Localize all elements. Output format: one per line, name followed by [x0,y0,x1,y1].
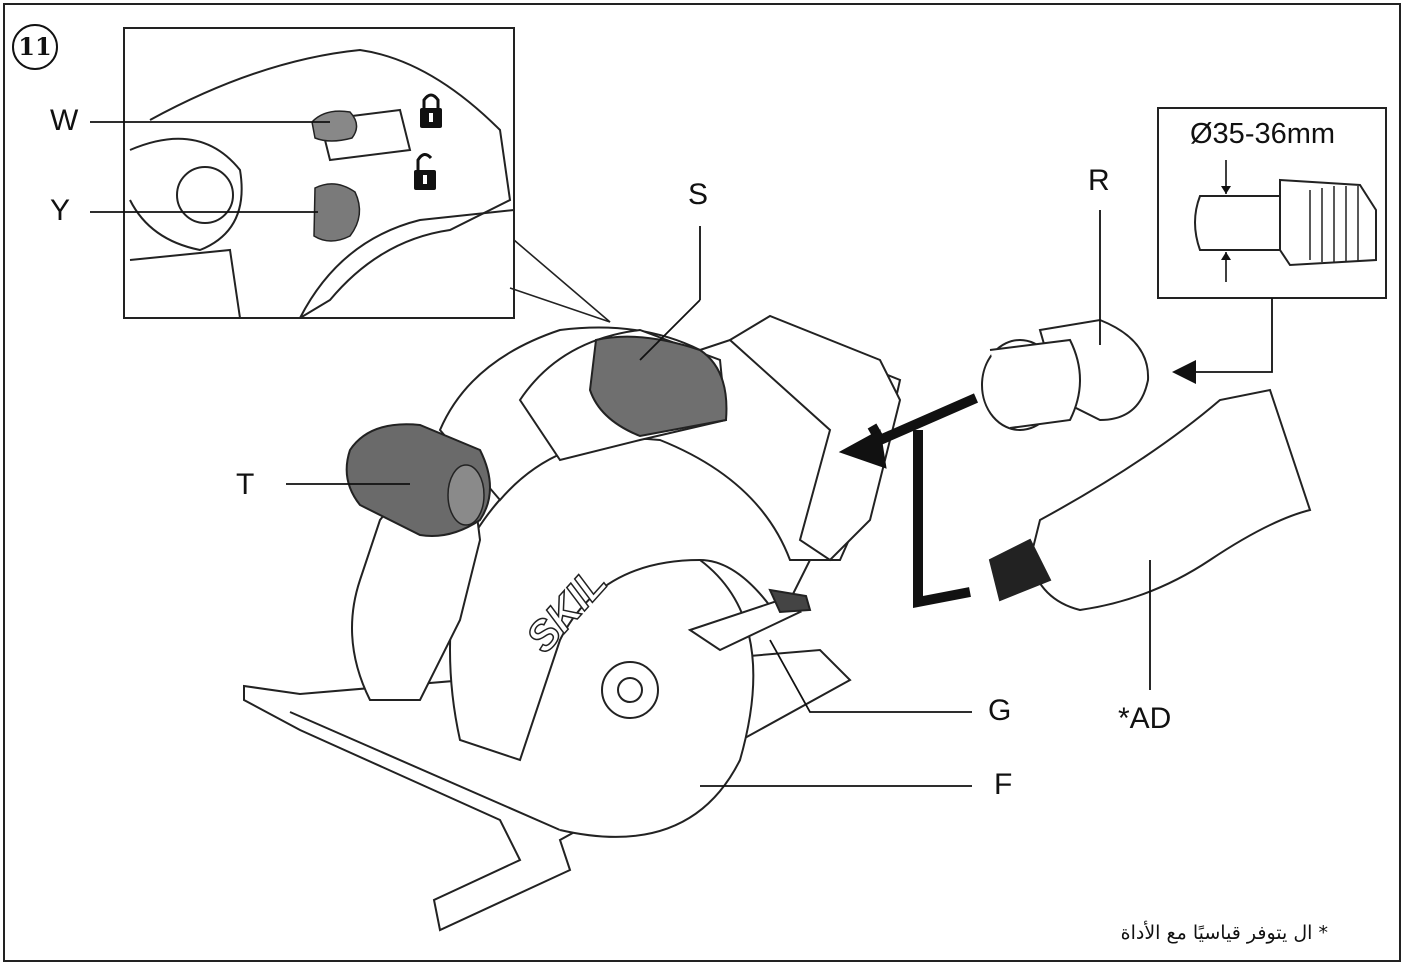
label-AD: *AD [1118,702,1172,735]
connection-bracket [838,393,979,609]
label-T: T [236,468,255,501]
hose-inset [1157,107,1387,299]
dust-adapter-R [981,318,1150,431]
footnote: * ال يتوفر قياسيًا مع الأداة [1120,922,1328,944]
trigger-button-Y [313,183,361,242]
label-Y: Y [50,194,71,227]
label-S: S [688,178,709,211]
figure-number: 11 [12,24,58,70]
detail-inset [123,27,515,319]
switch-S [588,335,728,438]
label-F: F [994,768,1013,801]
hose-diameter: Ø35-36mm [1190,118,1336,150]
label-G: G [988,694,1012,727]
label-W: W [50,104,79,137]
lock-closed-icon [420,93,442,128]
lock-button-W [311,110,358,142]
label-R: R [1088,164,1110,197]
dust-bag-AD [988,388,1312,612]
lock-open-icon [414,153,436,190]
